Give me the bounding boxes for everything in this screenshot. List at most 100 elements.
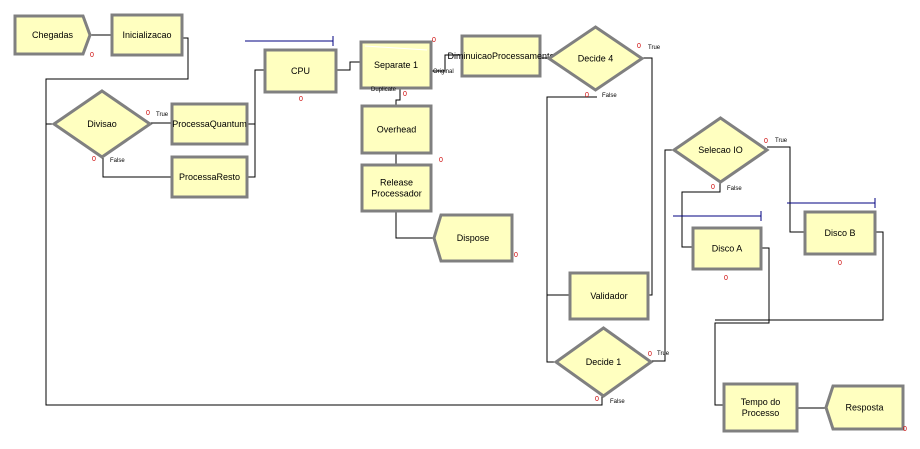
diminuicao-processamento-shape [460, 34, 542, 78]
connector-selecaoio-discob [767, 146, 805, 233]
disco-a-counter: 0 [724, 275, 728, 282]
chegadas-counter: 0 [90, 52, 94, 59]
decide4-false-counter: 0 [585, 92, 589, 99]
decide-1-label: Decide 1 [586, 357, 622, 367]
chegadas-module[interactable]: Chegadas [13, 14, 92, 56]
processa-resto-shape [170, 155, 249, 199]
diminuicao-processamento-module[interactable]: DiminuicaoProcessamento [447, 34, 555, 78]
resposta-label: Resposta [845, 403, 883, 413]
connector-decide4-selecaoio [642, 57, 653, 296]
dispose-shape [432, 213, 514, 263]
decide-1-module[interactable]: Decide 1 [553, 326, 654, 398]
cpu-counter: 0 [299, 96, 303, 103]
divisao-false-label: False [110, 158, 125, 164]
connector-divisao-processaresto [102, 157, 172, 178]
cpu-shape [263, 48, 338, 94]
validador-label: Validador [590, 291, 627, 301]
resposta-counter: 0 [903, 426, 907, 433]
inicializacao-module[interactable]: Inicializacao [110, 13, 184, 57]
overhead-shape [360, 104, 433, 155]
processa-resto-label: ProcessaResto [179, 172, 240, 182]
cpu-label: CPU [291, 66, 310, 76]
processa-resto-module[interactable]: ProcessaResto [170, 155, 249, 199]
divisao-true-label: True [156, 112, 169, 118]
branch-labels: True False Original Duplicate True False… [110, 45, 788, 405]
separate-1-module[interactable]: Separate 1 [359, 40, 433, 90]
connector-separate-diminuicao [431, 54, 462, 72]
processa-quantum-label: ProcessaQuantum [172, 119, 247, 129]
inicializacao-label: Inicializacao [122, 30, 171, 40]
selecaoio-true-label: True [775, 138, 788, 144]
connector-cpu-separate [336, 61, 361, 71]
validador-shape [568, 271, 650, 321]
connector-decide1-false [45, 124, 603, 406]
tempo-do-processo-label-2: Processo [742, 408, 780, 418]
decide-1-shape [553, 326, 654, 398]
processa-quantum-shape [170, 102, 249, 146]
disco-b-counter: 0 [838, 260, 842, 267]
dispose-module[interactable]: Dispose [432, 213, 514, 263]
connector-separate-overhead [395, 88, 401, 106]
decide4-true-label: True [648, 45, 661, 51]
separate-1-label: Separate 1 [374, 60, 418, 70]
release-processador-label-1: Release [380, 178, 413, 188]
connector-discoa-tempo [714, 247, 770, 406]
processa-quantum-module[interactable]: ProcessaQuantum [170, 102, 249, 146]
selecao-io-shape [671, 116, 770, 184]
selecao-io-label: Selecao IO [698, 145, 743, 155]
separate-original-label: Original [433, 69, 454, 75]
disco-b-module[interactable]: Disco B [803, 210, 877, 256]
decide-4-module[interactable]: Decide 4 [546, 25, 645, 92]
divisao-label: Divisao [87, 119, 117, 129]
tempo-do-processo-label-1: Tempo do [741, 397, 781, 407]
dispose-counter: 0 [514, 252, 518, 259]
separate-duplicate-counter: 0 [403, 91, 407, 98]
chegadas-label: Chegadas [32, 30, 74, 40]
separate-duplicate-label: Duplicate [371, 87, 397, 93]
connector-selecaoio-discoa [681, 182, 721, 248]
disco-b-shape [803, 210, 877, 256]
dispose-label: Dispose [457, 233, 490, 243]
divisao-false-counter: 0 [92, 156, 96, 163]
connector-processaresto-cpu [247, 70, 256, 178]
selecao-io-module[interactable]: Selecao IO [671, 116, 770, 184]
selecaoio-false-counter: 0 [711, 184, 715, 191]
decide1-true-label: True [657, 351, 670, 357]
disco-b-queue-line [787, 198, 876, 208]
diminuicao-processamento-label: DiminuicaoProcessamento [447, 51, 554, 61]
resposta-module[interactable]: Resposta [824, 384, 905, 431]
separate-original-counter: 0 [432, 37, 436, 44]
cpu-queue-line [245, 36, 334, 46]
selecaoio-false-label: False [727, 186, 742, 192]
connector-validador-decide1 [546, 295, 556, 363]
overhead-label: Overhead [377, 125, 417, 135]
decide4-false-label: False [602, 93, 617, 99]
disco-a-module[interactable]: Disco A [691, 226, 763, 271]
connector-release-dispose [395, 211, 434, 239]
divisao-true-counter: 0 [146, 110, 150, 117]
cpu-module[interactable]: CPU [263, 48, 338, 94]
decide4-true-counter: 0 [637, 43, 641, 50]
separate-1-bevel [364, 45, 428, 51]
overhead-module[interactable]: Overhead [360, 104, 433, 155]
chegadas-shape [13, 14, 92, 56]
connector-decide1-true [651, 149, 674, 362]
selecaoio-true-counter: 0 [764, 138, 768, 145]
connector-decide4-false [546, 96, 597, 296]
release-counter: 0 [439, 157, 443, 164]
divisao-shape [51, 89, 153, 159]
connector-processaquantum-cpu [247, 69, 265, 125]
decide1-false-label: False [610, 399, 625, 405]
validador-module[interactable]: Validador [568, 271, 650, 321]
decide1-true-counter: 0 [648, 351, 652, 358]
divisao-module[interactable]: Divisao [51, 89, 153, 159]
decide1-false-counter: 0 [595, 396, 599, 403]
inicializacao-shape [110, 13, 184, 57]
disco-b-label: Disco B [824, 228, 855, 238]
release-processador-label-2: Processador [371, 189, 422, 199]
queue-lines [245, 36, 876, 221]
